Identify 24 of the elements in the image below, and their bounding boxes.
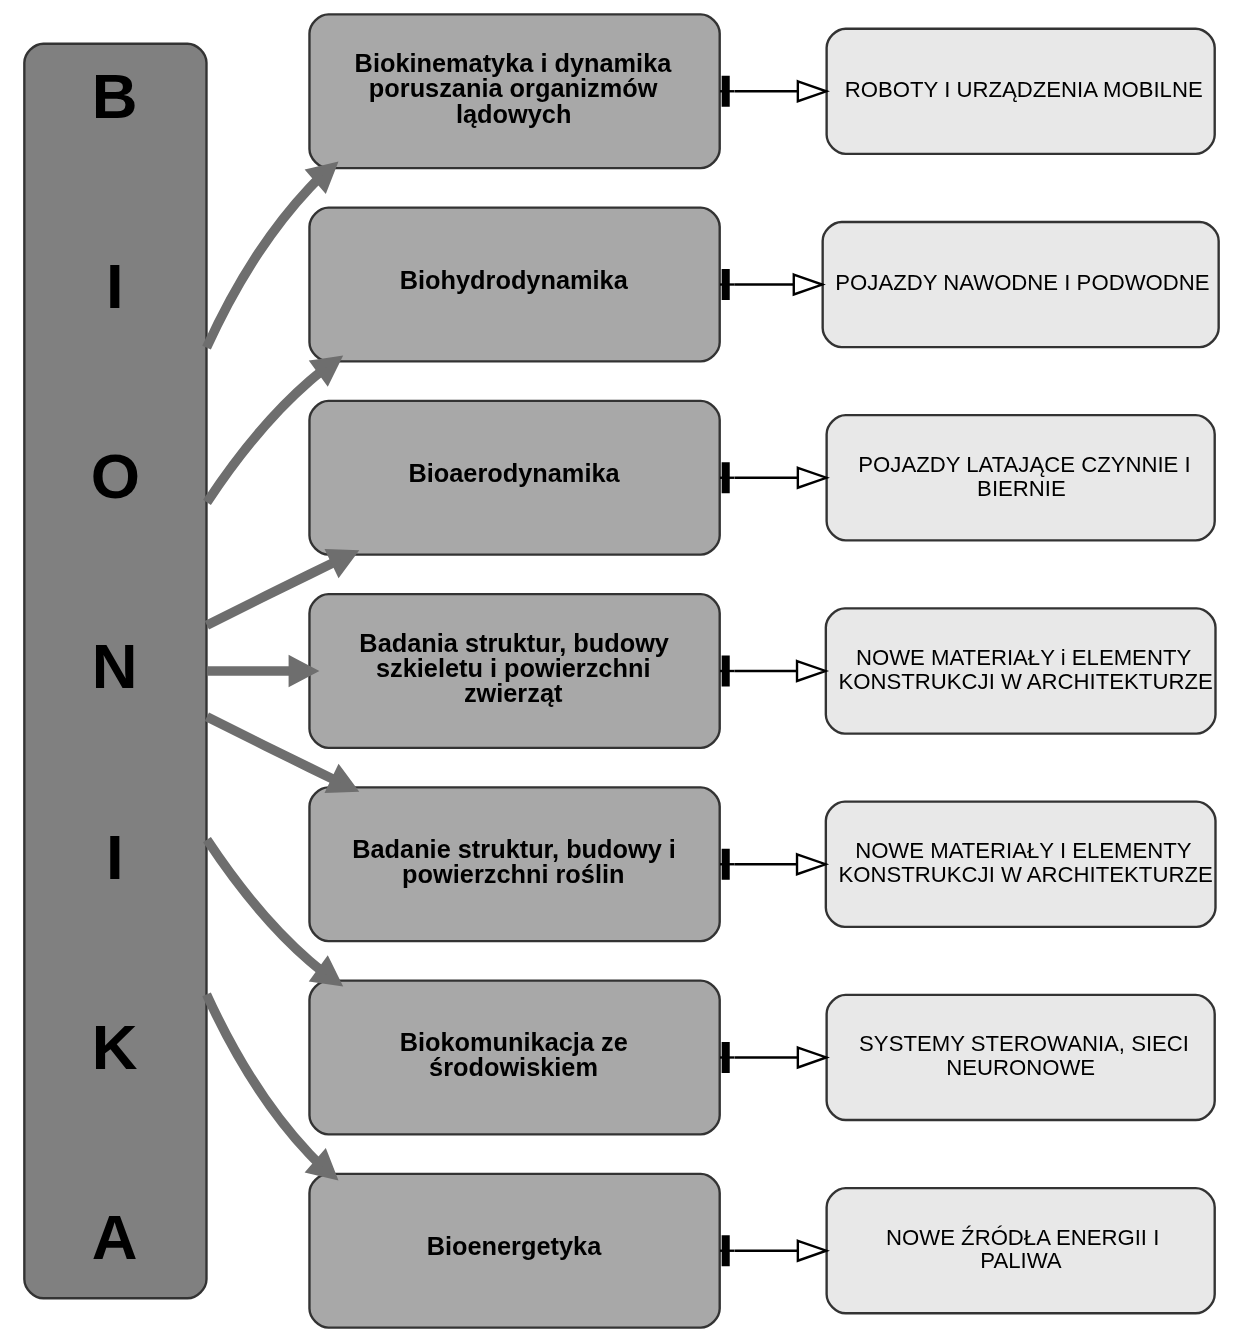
node-box: SYSTEMY STEROWANIA, SIECI NEURONOWE: [825, 993, 1216, 1122]
node-box: Badania struktur, budowy szkieletu i powierzchni zwierząt: [308, 593, 721, 749]
arrow: [204, 549, 360, 630]
node-box: Biohydrodynamika: [308, 206, 721, 363]
arrow: [720, 269, 826, 300]
arrow: [720, 1042, 830, 1073]
arrow: [203, 355, 344, 505]
node-box: ROBOTY I URZĄDZENIA MOBILNE: [825, 27, 1216, 155]
node-box: Bioaerodynamika: [308, 399, 721, 556]
arrow: [206, 654, 320, 688]
node-box: Biokinematyka i dynamika poruszania organizmów lądowych: [308, 13, 721, 170]
node-box: NOWE ŹRÓDŁA ENERGII I PALIWA: [825, 1187, 1216, 1315]
node-box: NOWE MATERIAŁY i ELEMENTY KONSTRUKCJI W ARCHITEKTURZE: [824, 607, 1217, 735]
node-box: POJAZDY NAWODNE I PODWODNE: [821, 220, 1220, 349]
node-box: Badanie struktur, budowy i powierzchni roślin: [308, 786, 721, 943]
node-box: NOWE MATERIAŁY I ELEMENTY KONSTRUKCJI W ARCHITEKTURZE: [824, 800, 1217, 928]
node-box: Biokomunikacja ze środowiskiem: [308, 979, 721, 1136]
arrow: [202, 992, 339, 1181]
node-box: Bioenergetyka: [308, 1172, 721, 1329]
arrow: [204, 712, 360, 793]
arrow: [203, 837, 344, 987]
node-box: B I O N I K A: [23, 42, 208, 1300]
node-box: POJAZDY LATAJĄCE CZYNNIE I BIERNIE: [825, 414, 1216, 542]
arrow: [202, 161, 339, 350]
